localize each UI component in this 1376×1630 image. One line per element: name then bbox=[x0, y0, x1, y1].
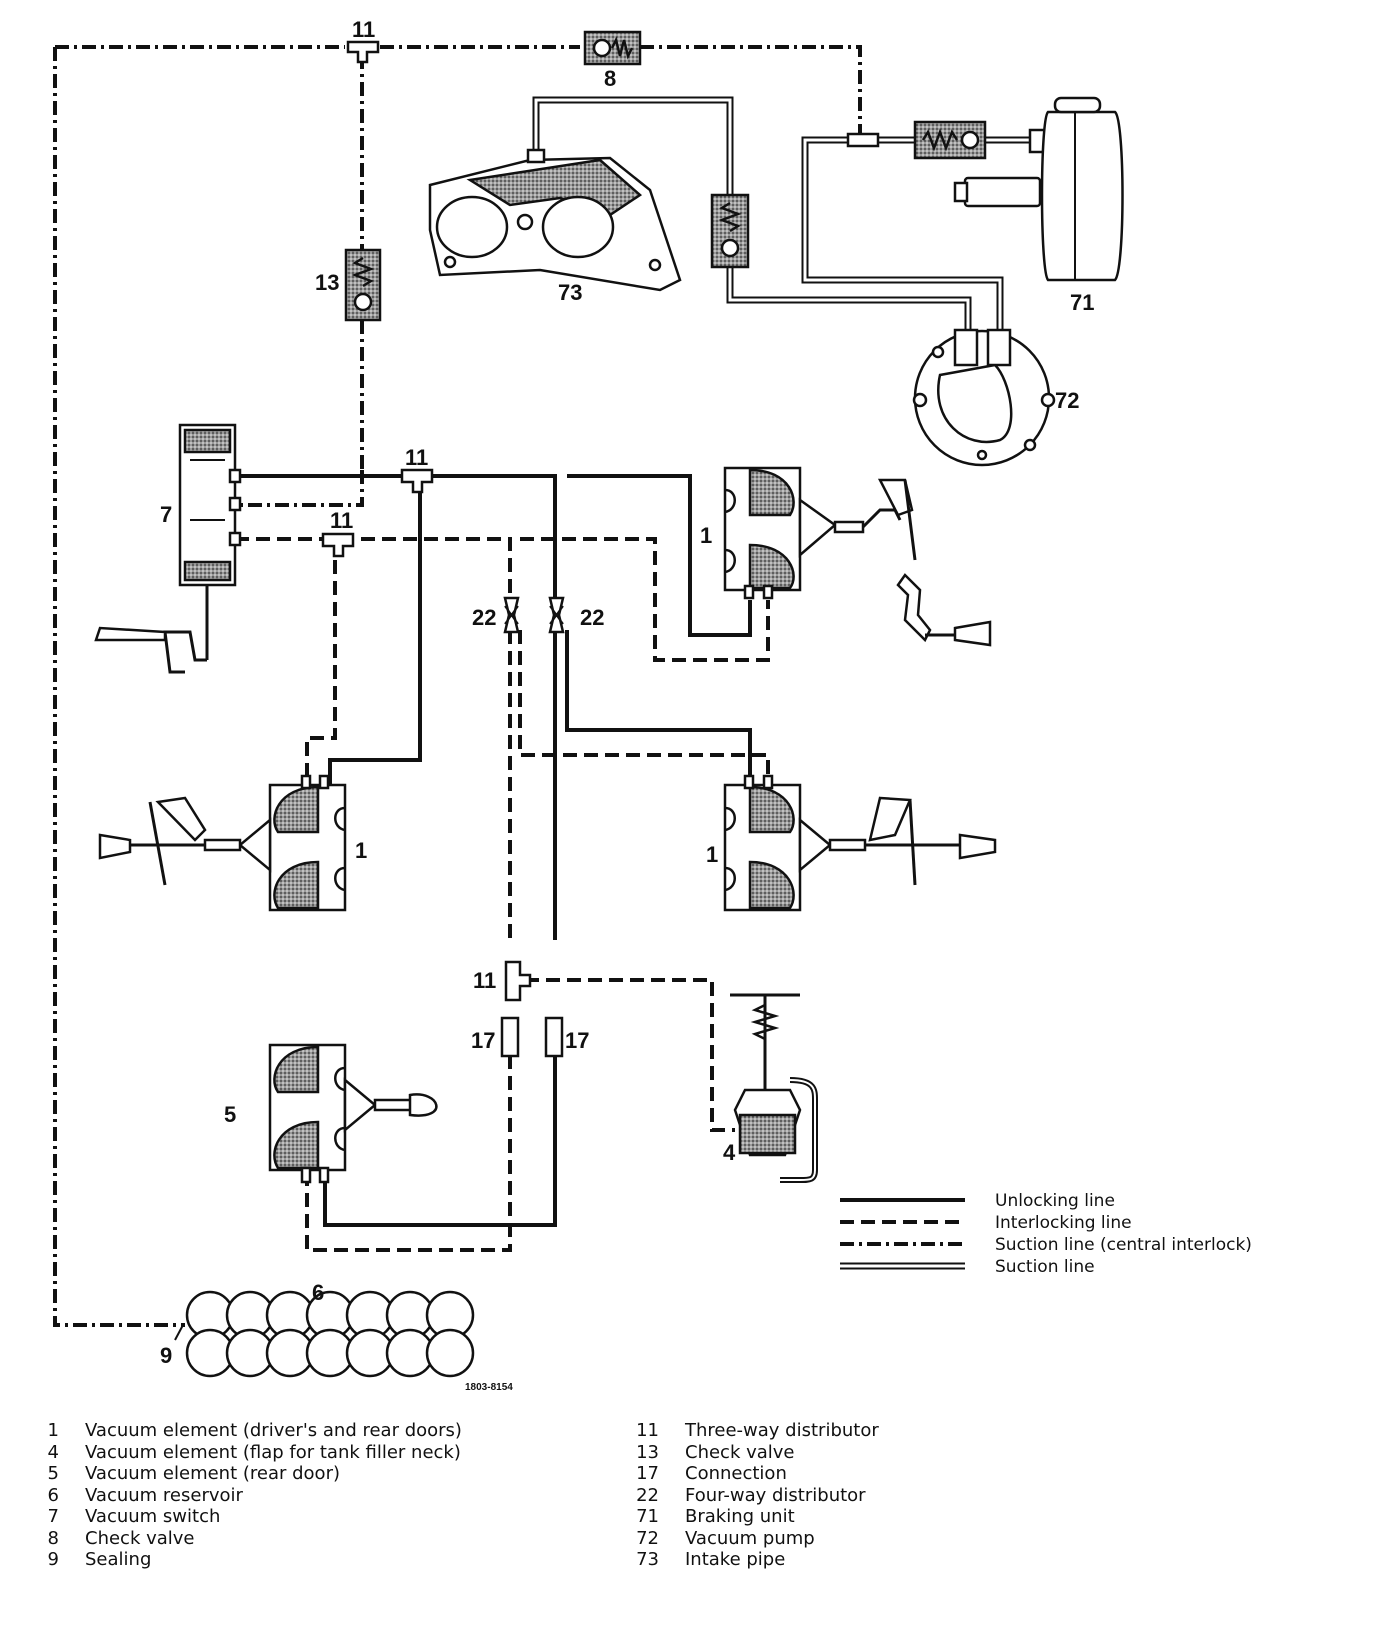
key-item: 9 Sealing bbox=[25, 1549, 462, 1571]
intake-pipe bbox=[428, 148, 682, 292]
callout-73: 73 bbox=[558, 280, 582, 305]
key-number: 22 bbox=[636, 1484, 659, 1506]
key-number: 6 bbox=[47, 1484, 59, 1506]
check-valve-intake bbox=[710, 193, 750, 269]
callout-9: 9 bbox=[160, 1343, 172, 1368]
key-label: Check valve bbox=[685, 1441, 795, 1463]
braking-unit bbox=[953, 96, 1124, 282]
key-item: 4 Vacuum element (flap for tank filler ne… bbox=[25, 1442, 462, 1464]
key-label: Sealing bbox=[85, 1549, 152, 1570]
key-item: 6 Vacuum reservoir bbox=[25, 1485, 462, 1507]
vacuum-pump bbox=[912, 328, 1056, 467]
key-label: Vacuum element (rear door) bbox=[85, 1463, 340, 1484]
key-item: 22 Four-way distributor bbox=[625, 1485, 879, 1507]
key-item: 11 Three-way distributor bbox=[625, 1420, 879, 1442]
callout-11-low: 11 bbox=[330, 508, 353, 533]
check-valve-13 bbox=[344, 248, 382, 322]
key-item: 73 Intake pipe bbox=[625, 1549, 879, 1571]
drawing-number: 1803-8154 bbox=[465, 1382, 513, 1393]
legend-label-unlocking: Unlocking line bbox=[995, 1191, 1115, 1211]
key-label: Four-way distributor bbox=[685, 1484, 866, 1506]
callout-8: 8 bbox=[604, 66, 616, 91]
three-way-distributor-bottom bbox=[504, 960, 532, 1002]
callout-6: 6 bbox=[312, 1280, 324, 1305]
key-label: Check valve bbox=[85, 1527, 195, 1549]
key-item: 7 Vacuum switch bbox=[25, 1506, 462, 1528]
key-label: Connection bbox=[685, 1463, 787, 1484]
legend-label-suction: Suction line bbox=[995, 1257, 1095, 1277]
key-item: 1 Vacuum element (driver's and rear doors… bbox=[25, 1420, 462, 1442]
check-valve-8 bbox=[583, 30, 642, 66]
vacuum-reservoir bbox=[174, 1290, 475, 1378]
central-interlock-suction-line bbox=[53, 45, 862, 1327]
callout-11-top: 11 bbox=[352, 17, 375, 42]
key-number: 8 bbox=[47, 1527, 59, 1549]
key-item: 8 Check valve bbox=[25, 1528, 462, 1550]
key-label: Intake pipe bbox=[685, 1549, 786, 1570]
key-number: 11 bbox=[636, 1420, 659, 1441]
four-way-distributor-right bbox=[548, 596, 565, 634]
callout-22-right: 22 bbox=[580, 605, 604, 630]
three-way-distributor-brake bbox=[846, 132, 880, 148]
three-way-distributor-mid bbox=[400, 468, 434, 494]
key-item: 5 Vacuum element (rear door) bbox=[25, 1463, 462, 1485]
three-way-distributor-top bbox=[346, 40, 380, 64]
vacuum-switch bbox=[94, 423, 242, 674]
key-item: 71 Braking unit bbox=[625, 1506, 879, 1528]
connection-left bbox=[500, 1016, 520, 1058]
callout-17-right: 17 bbox=[565, 1028, 589, 1053]
key-number: 17 bbox=[636, 1463, 659, 1484]
key-item: 17 Connection bbox=[625, 1463, 879, 1485]
key-label: Three-way distributor bbox=[685, 1420, 879, 1441]
callout-22-left: 22 bbox=[472, 605, 496, 630]
callout-11-mid: 11 bbox=[405, 445, 428, 470]
key-number: 13 bbox=[636, 1441, 659, 1463]
three-way-distributor-low bbox=[321, 532, 355, 558]
connection-right bbox=[544, 1016, 564, 1058]
key-label: Vacuum element (flap for tank filler nec… bbox=[85, 1441, 461, 1463]
vacuum-element-4 bbox=[730, 993, 818, 1183]
callout-7: 7 bbox=[160, 502, 172, 527]
callout-5: 5 bbox=[224, 1102, 236, 1127]
unlocking-line bbox=[235, 474, 752, 1227]
key-label: Vacuum element (driver's and rear doors) bbox=[85, 1420, 462, 1441]
callout-1-top-right: 1 bbox=[700, 523, 712, 548]
callout-17-left: 17 bbox=[471, 1028, 495, 1053]
callout-72: 72 bbox=[1055, 388, 1079, 413]
check-valve-brake bbox=[913, 120, 987, 160]
key-label: Vacuum switch bbox=[85, 1506, 221, 1527]
vacuum-element-1-left bbox=[98, 774, 347, 912]
callout-1-left: 1 bbox=[355, 838, 367, 863]
key-number: 9 bbox=[47, 1549, 59, 1570]
callouts: 11 8 13 73 71 72 7 11 11 1 22 22 1 1 11 … bbox=[160, 17, 1094, 1393]
four-way-distributor-left bbox=[503, 596, 520, 634]
vacuum-element-1-right bbox=[723, 774, 997, 912]
callout-71: 71 bbox=[1070, 290, 1094, 315]
suction-line bbox=[532, 96, 1030, 330]
key-number: 73 bbox=[636, 1549, 659, 1570]
legend-label-interlocking: Interlocking line bbox=[995, 1213, 1132, 1233]
callout-13: 13 bbox=[315, 270, 339, 295]
key-number: 4 bbox=[47, 1441, 59, 1463]
key-label: Vacuum pump bbox=[685, 1527, 815, 1549]
line-style-legend: Unlocking line Interlocking line Suction… bbox=[840, 1191, 1252, 1277]
vacuum-element-1-top-right bbox=[723, 466, 992, 647]
parts-key-right: 11 Three-way distributor 13 Check valve 17… bbox=[625, 1420, 879, 1571]
callout-11-bottom: 11 bbox=[473, 968, 496, 993]
legend-label-central-suction: Suction line (central interlock) bbox=[995, 1235, 1252, 1255]
vacuum-element-5 bbox=[268, 1043, 438, 1184]
callout-4: 4 bbox=[723, 1140, 736, 1165]
callout-1-right: 1 bbox=[706, 842, 718, 867]
key-label: Braking unit bbox=[685, 1506, 795, 1527]
parts-key-left: 1 Vacuum element (driver's and rear doors… bbox=[25, 1420, 462, 1571]
key-item: 72 Vacuum pump bbox=[625, 1528, 879, 1550]
key-number: 71 bbox=[636, 1506, 659, 1527]
vacuum-system-diagram: 11 8 13 73 71 72 7 11 11 1 22 22 1 1 11 … bbox=[53, 17, 1252, 1393]
key-label: Vacuum reservoir bbox=[85, 1484, 243, 1506]
key-number: 5 bbox=[47, 1463, 59, 1484]
key-item: 13 Check valve bbox=[625, 1442, 879, 1464]
key-number: 1 bbox=[47, 1420, 59, 1441]
key-number: 7 bbox=[47, 1506, 59, 1527]
key-number: 72 bbox=[636, 1527, 659, 1549]
